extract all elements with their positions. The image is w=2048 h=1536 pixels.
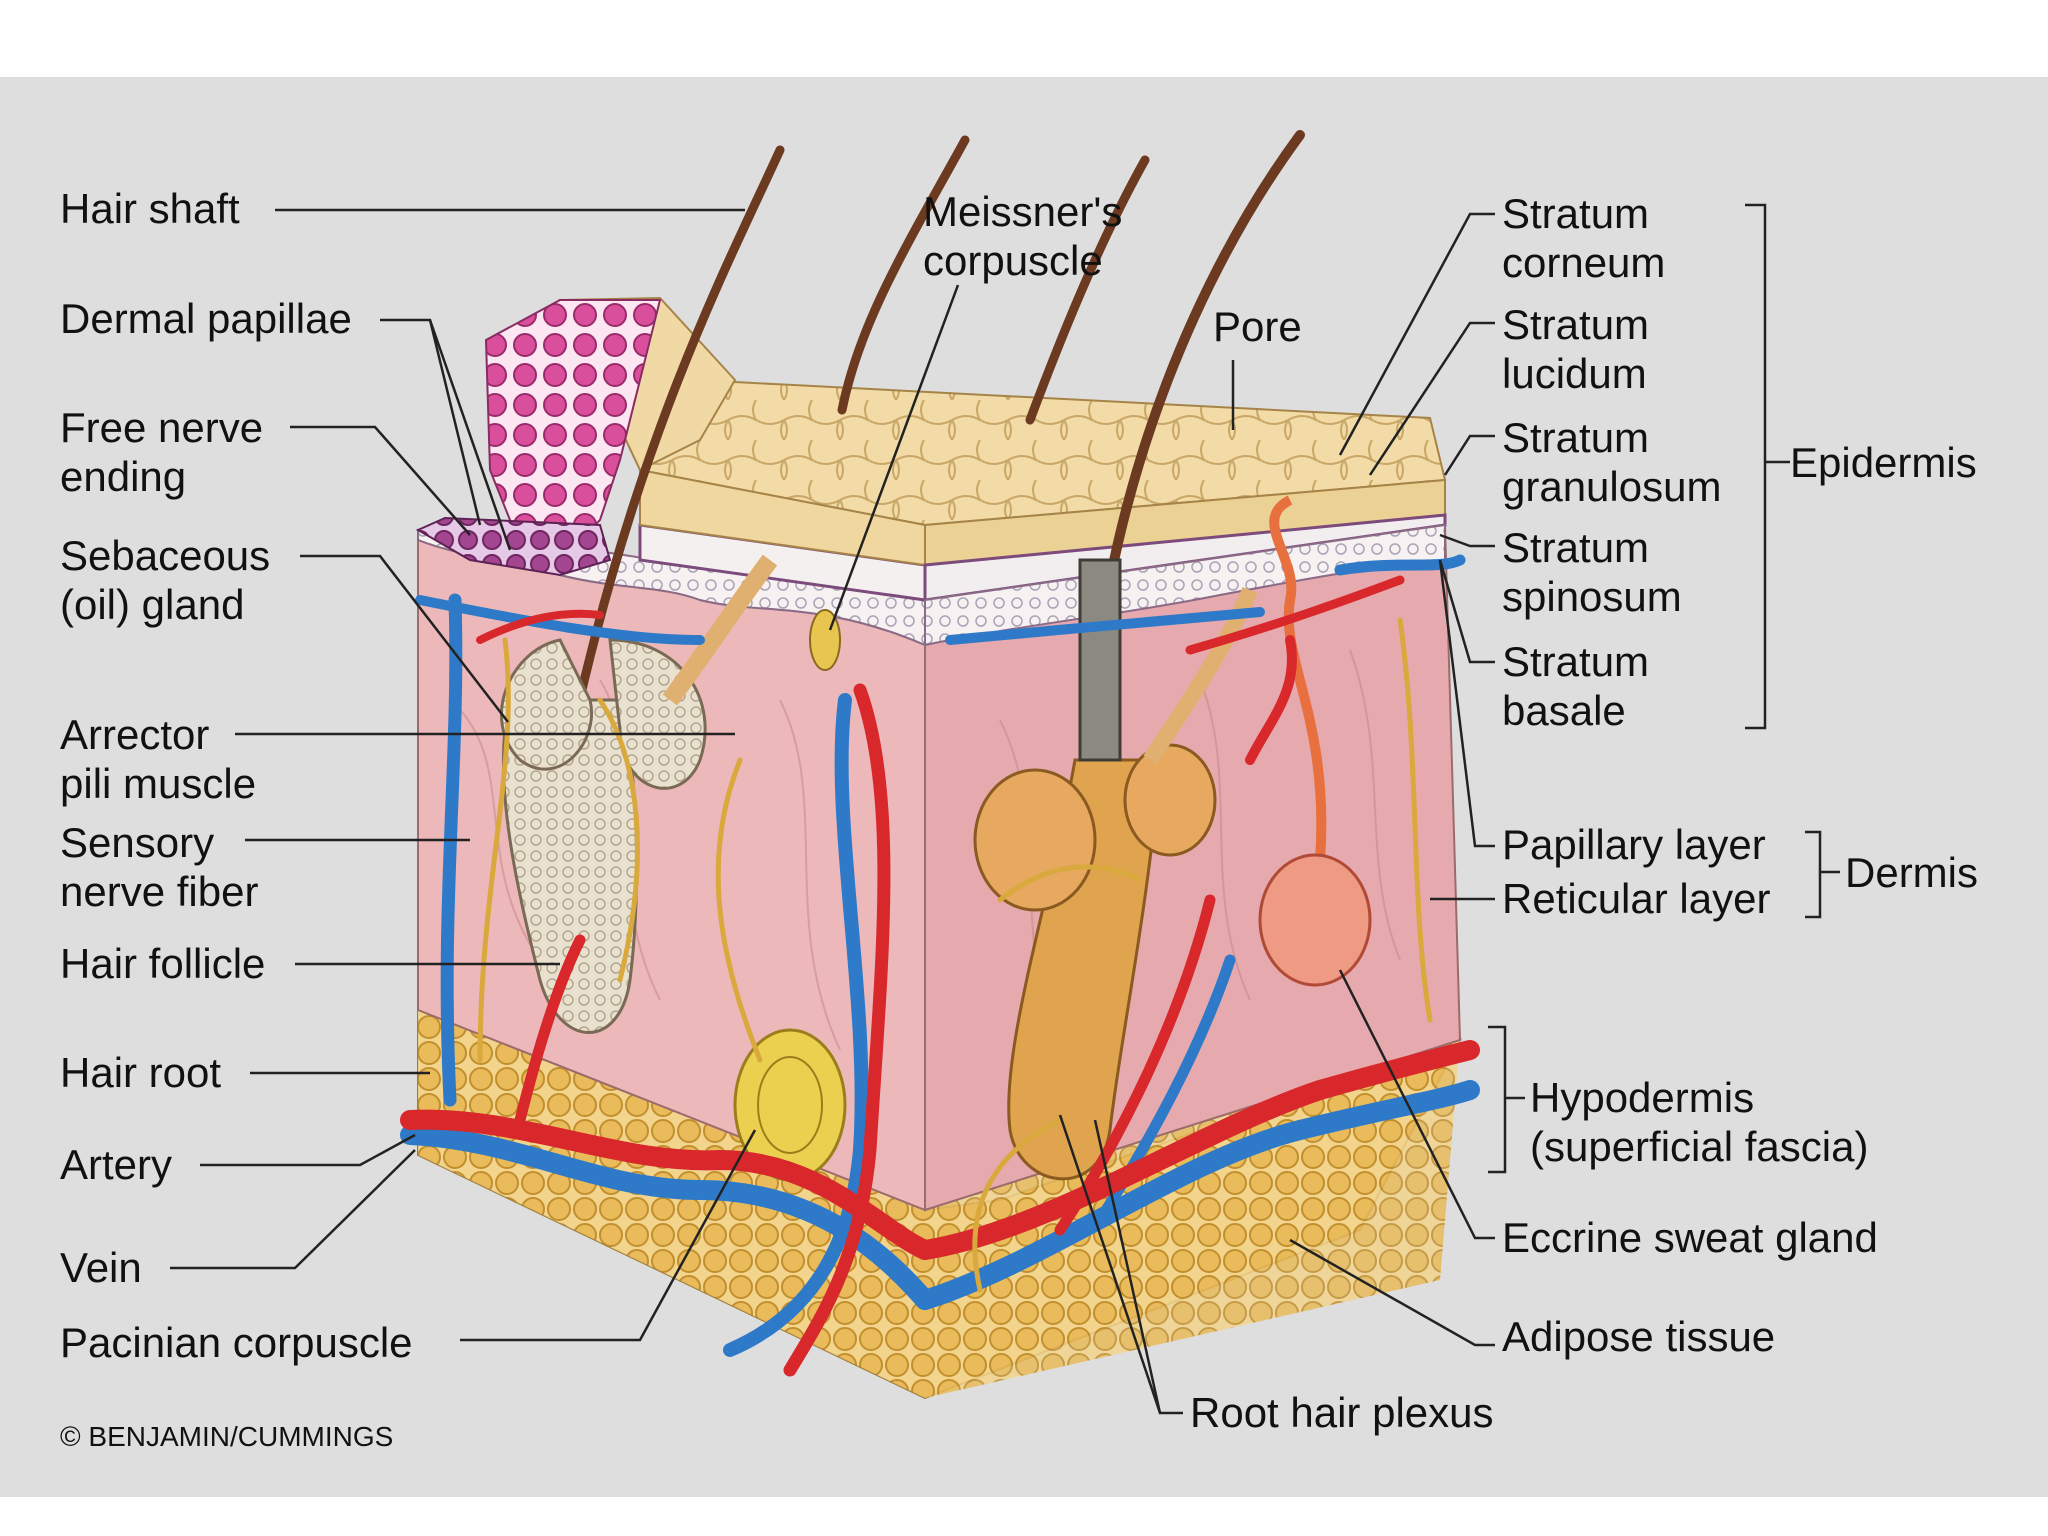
label-sebaceous-gland: Sebaceous (oil) gland (60, 532, 271, 628)
label-arrector-pili-muscle: Arrector pili muscle (60, 711, 257, 807)
label-hypodermis: Hypodermis (superficial fascia) (1530, 1074, 1869, 1170)
label-hair-root: Hair root (60, 1049, 222, 1096)
label-pore: Pore (1213, 303, 1302, 350)
label-stratum-corneum: Stratum corneum (1502, 190, 1666, 286)
label-hair-follicle: Hair follicle (60, 940, 266, 987)
label-stratum-spinosum: Stratum spinosum (1502, 524, 1682, 620)
label-stratum-basale: Stratum basale (1502, 638, 1650, 734)
label-stratum-granulosum: Stratum granulosum (1502, 414, 1722, 510)
label-root-hair-plexus: Root hair plexus (1190, 1389, 1494, 1436)
label-sensory-nerve-fiber: Sensory nerve fiber (60, 819, 259, 915)
label-papillary-layer: Papillary layer (1502, 821, 1766, 868)
label-stratum-lucidum: Stratum lucidum (1502, 301, 1650, 397)
label-adipose-tissue: Adipose tissue (1502, 1313, 1776, 1360)
label-dermal-papillae: Dermal papillae (60, 295, 352, 342)
label-artery: Artery (60, 1141, 173, 1188)
label-dermis: Dermis (1845, 849, 1978, 896)
label-reticular-layer: Reticular layer (1502, 875, 1771, 922)
label-vein: Vein (60, 1244, 142, 1291)
label-meissners-corpuscle: Meissner's corpuscle (923, 188, 1123, 284)
label-free-nerve-ending: Free nerve ending (60, 404, 264, 500)
label-hair-shaft: Hair shaft (60, 185, 240, 232)
label-epidermis: Epidermis (1790, 439, 1977, 486)
label-eccrine-sweat-gland: Eccrine sweat gland (1502, 1214, 1878, 1261)
copyright-notice: © BENJAMIN/CUMMINGS (60, 1421, 394, 1452)
label-pacinian-corpuscle: Pacinian corpuscle (60, 1319, 413, 1366)
